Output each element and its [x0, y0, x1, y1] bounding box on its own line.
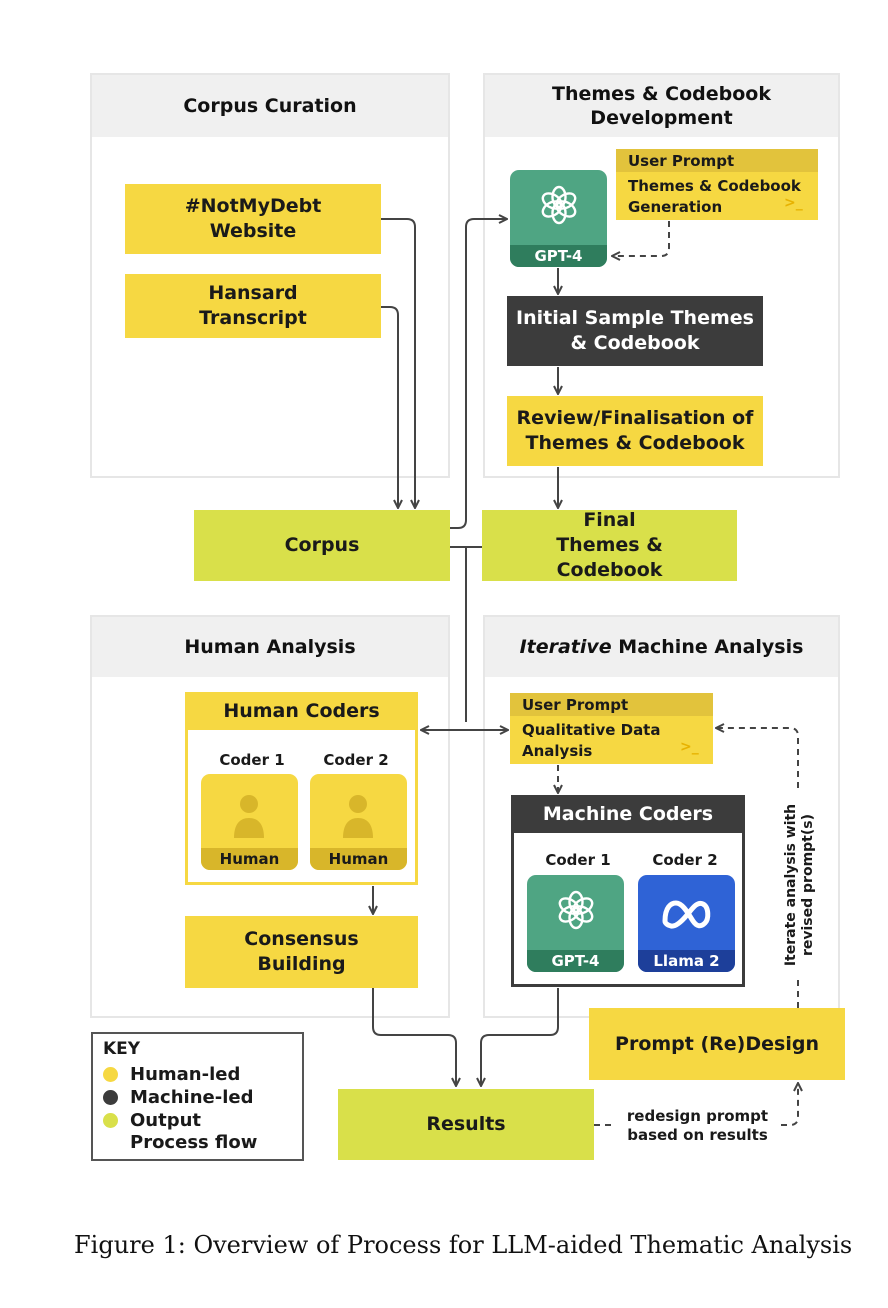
human-coder2-tile: Human [310, 774, 407, 870]
hansard-transcript-box: Hansard Transcript [125, 274, 381, 338]
themes-prompt-body: Themes & Codebook Generation [628, 177, 801, 216]
key-item-human: Human-led [103, 1063, 240, 1085]
key-item-machine: Machine-led [103, 1086, 253, 1108]
corpus-output-box: Corpus [194, 510, 450, 581]
human-led-dot [103, 1066, 118, 1082]
key-item-flow: Process flow [130, 1131, 257, 1153]
llama2-label: Llama 2 [638, 950, 735, 972]
machine-coders-title: Machine Coders [511, 795, 745, 833]
corpus-curation-title: Corpus Curation [92, 75, 448, 137]
iterate-note: Iterate analysis with revised prompt(s) [777, 790, 823, 980]
themes-user-prompt: User Prompt Themes & Codebook Generation… [616, 149, 818, 220]
key-title: KEY [103, 1039, 141, 1059]
human-analysis-title: Human Analysis [92, 617, 448, 677]
gpt4-label: GPT-4 [510, 245, 607, 267]
openai-logo-icon [558, 890, 594, 930]
terminal-icon: >_ [784, 195, 803, 211]
iterate-note-text: Iterate analysis with revised prompt(s) [783, 803, 816, 967]
notmydebt-website-box: #NotMyDebt Website [125, 184, 381, 254]
legend-key: KEY Human-led Machine-led Output Process… [91, 1032, 304, 1161]
person-icon [234, 795, 264, 838]
prompt-redesign-box: Prompt (Re)Design [589, 1008, 845, 1080]
machine-analysis-title: Iterative Machine Analysis [485, 617, 838, 677]
openai-logo-icon [541, 185, 577, 225]
human-tile-label: Human [201, 848, 298, 870]
analysis-prompt-header: User Prompt [510, 693, 713, 716]
human-coders-title: Human Coders [185, 692, 418, 730]
machine-led-dot [103, 1089, 118, 1105]
consensus-building-box: Consensus Building [185, 916, 418, 988]
key-machine-label: Machine-led [130, 1086, 254, 1108]
redesign-note: redesign prompt based on results [615, 1107, 780, 1145]
key-flow-label: Process flow [130, 1131, 258, 1153]
machine-analysis-title-em: Iterative [519, 636, 612, 658]
gpt4-tile-machine: GPT-4 [527, 875, 624, 972]
figure-caption: Figure 1: Overview of Process for LLM-ai… [74, 1231, 853, 1259]
llama2-tile: Llama 2 [638, 875, 735, 972]
analysis-prompt-body: Qualitative Data Analysis [522, 721, 661, 760]
machine-coder2-label: Coder 2 [652, 851, 718, 869]
human-tile-label: Human [310, 848, 407, 870]
human-coder1-tile: Human [201, 774, 298, 870]
key-human-label: Human-led [130, 1063, 241, 1085]
final-themes-output-box: Final Themes & Codebook [482, 509, 737, 581]
person-icon [343, 795, 373, 838]
human-coder1-label: Coder 1 [219, 751, 285, 769]
review-finalisation-box: Review/Finalisation of Themes & Codebook [507, 396, 763, 466]
machine-coders-group: Machine Coders Coder 1 Coder 2 GPT-4 Lla… [511, 795, 745, 987]
results-output-box: Results [338, 1089, 594, 1160]
human-coder2-label: Coder 2 [323, 751, 389, 769]
themes-dev-title: Themes & Codebook Development [485, 75, 838, 137]
human-coders-group: Human Coders Coder 1 Coder 2 Human Human [185, 692, 418, 885]
machine-coder1-label: Coder 1 [545, 851, 611, 869]
themes-prompt-header: User Prompt [616, 149, 818, 172]
gpt4-label: GPT-4 [527, 950, 624, 972]
initial-themes-box: Initial Sample Themes & Codebook [507, 296, 763, 366]
terminal-icon: >_ [680, 739, 699, 755]
key-item-output: Output [103, 1109, 201, 1131]
output-dot [103, 1112, 118, 1128]
key-output-label: Output [130, 1109, 202, 1131]
machine-analysis-title-rest: Machine Analysis [611, 636, 804, 658]
analysis-user-prompt: User Prompt Qualitative Data Analysis >_ [510, 693, 713, 764]
gpt4-tile-themes: GPT-4 [510, 170, 607, 267]
meta-logo-icon [662, 900, 711, 929]
